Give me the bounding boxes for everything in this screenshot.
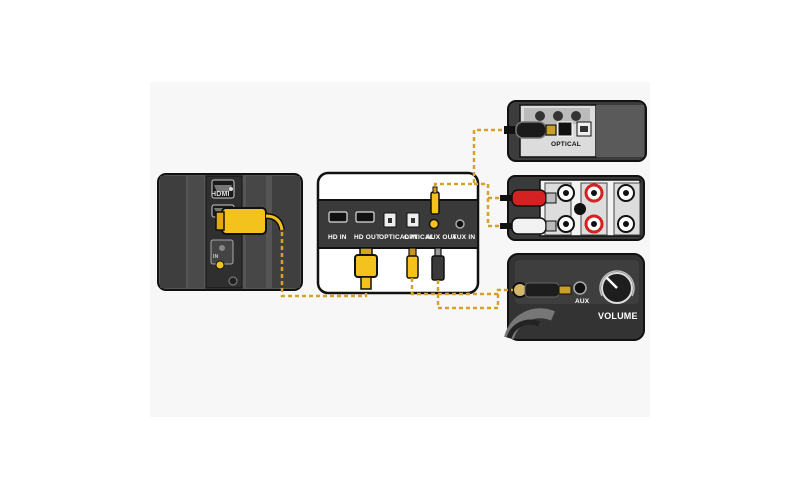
- tv-in-label: IN: [213, 254, 219, 260]
- soundbar-port-label-optical: OPTICAL: [404, 234, 434, 241]
- hdmi-port-icon: [355, 211, 375, 223]
- tv-aux-jack: [215, 260, 225, 270]
- powered-speaker: [504, 253, 645, 341]
- soundbar-port-label-aux-out: AUX OUT: [426, 234, 457, 241]
- speaker-aux-label: AUX: [575, 298, 590, 305]
- aux-jack-icon: [428, 218, 440, 230]
- speaker-aux-plug: [512, 282, 572, 298]
- volume-knob-icon[interactable]: [599, 270, 635, 304]
- rca-red-plug: [500, 189, 557, 207]
- soundbar-port-label-hd-in: HD IN: [328, 234, 347, 241]
- optical-port-icon: [557, 121, 573, 137]
- soundbar-optical-plug: [406, 247, 419, 279]
- soundbar-aux-out-plug: [430, 186, 440, 215]
- soundbar-port-label-aux-in: AUX IN: [452, 234, 476, 241]
- optical-cable-plug: [504, 121, 557, 139]
- tv-hdmi-port-1: [211, 179, 235, 199]
- aux-jack-icon: [573, 281, 587, 295]
- soundbar-port-label-hd-out: HD OUT: [354, 234, 381, 241]
- hdmi-port-icon: [328, 211, 348, 223]
- dashed-connection-lines: [280, 128, 513, 310]
- optical-device-label: OPTICAL: [551, 141, 581, 148]
- rca-receiver: [500, 175, 645, 241]
- hdmi-port-icon: [214, 185, 232, 192]
- soundbar-hdmi-plug: [354, 247, 378, 290]
- speaker-volume-label: VOLUME: [598, 311, 638, 321]
- tv-back-panel: [157, 173, 303, 291]
- rca-white-plug: [500, 217, 557, 235]
- aux-jack-icon: [455, 219, 465, 229]
- rca-jack-icon: [557, 183, 635, 234]
- soundbar-port-label-optical-in: OPTICAL IN: [379, 234, 418, 241]
- soundbar-unit: [316, 171, 480, 295]
- tv-hdmi-plug: [215, 207, 285, 235]
- optical-device: [504, 100, 647, 162]
- tv-hdmi-label: HDMI: [211, 191, 230, 198]
